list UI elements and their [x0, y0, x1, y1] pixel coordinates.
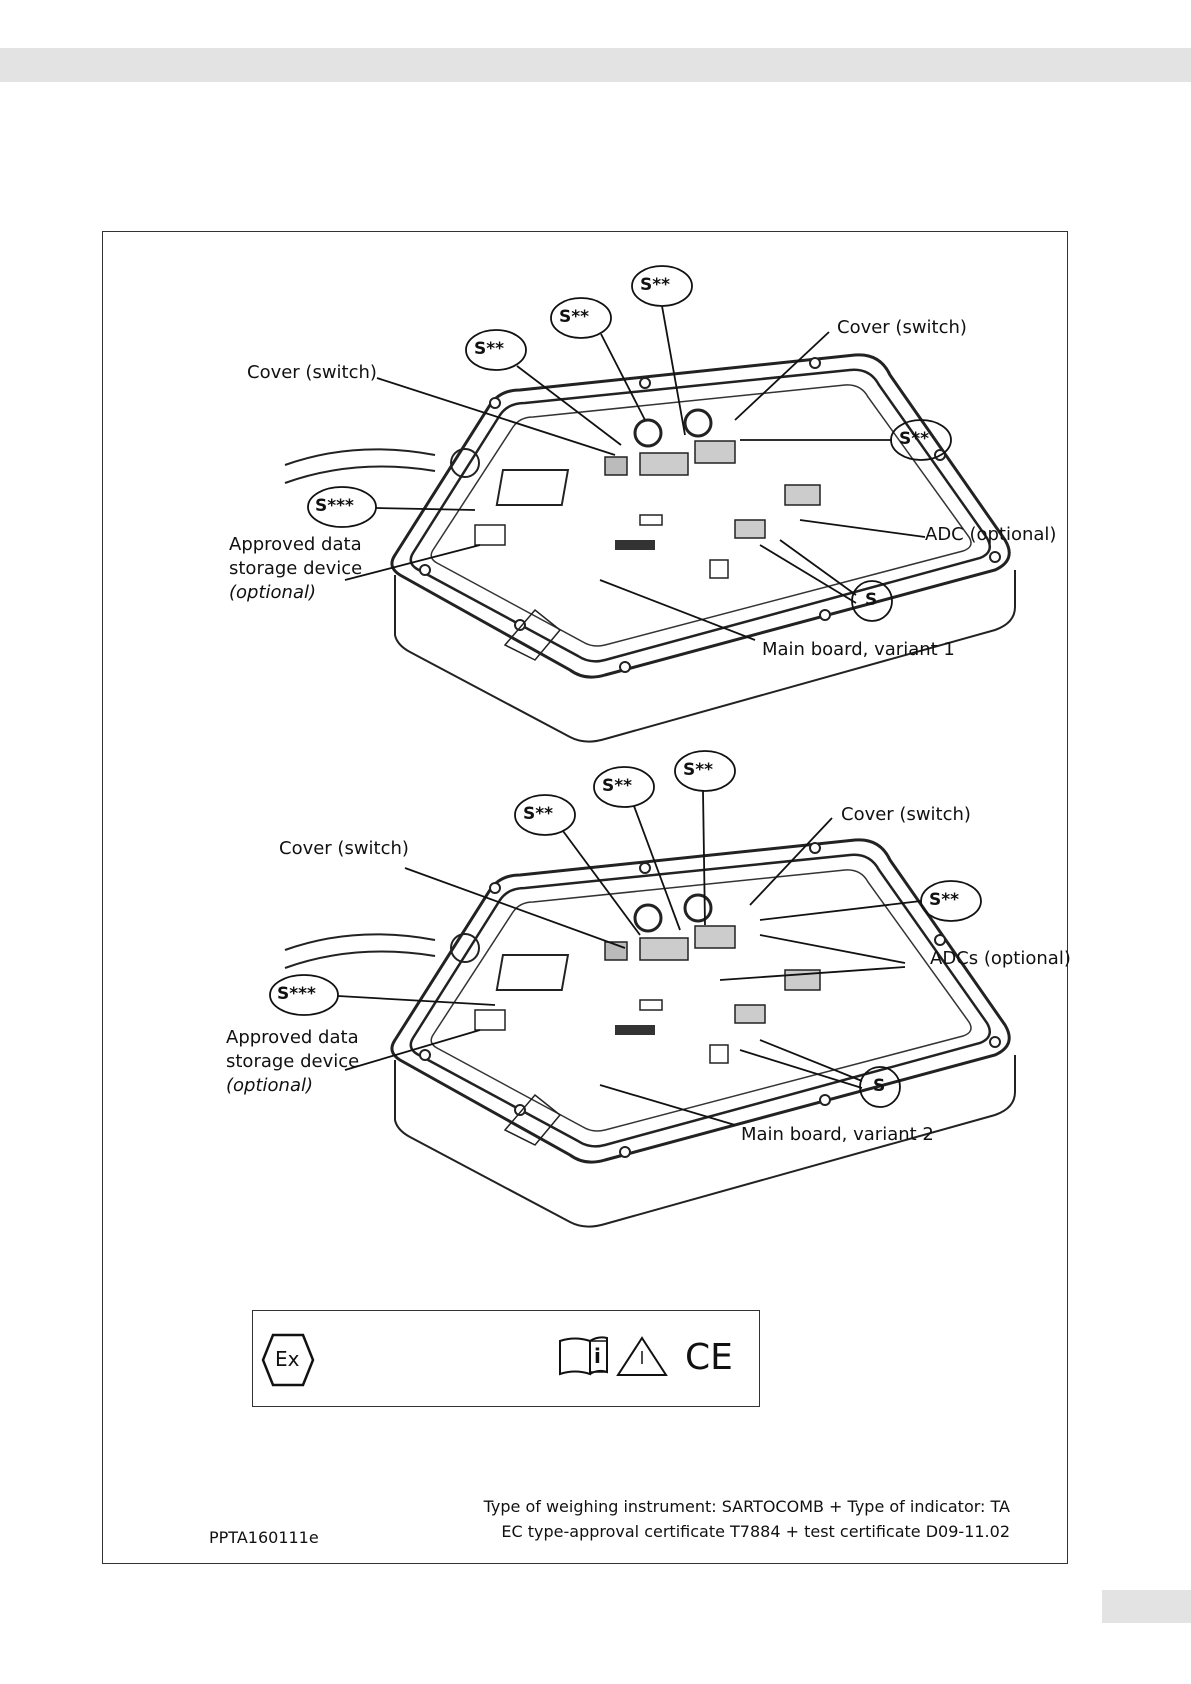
figure-frame: [102, 231, 1068, 1564]
warning-triangle-icon: [616, 1336, 668, 1376]
callout-s2-c: S**: [474, 339, 505, 359]
document-code: PPTA160111e: [209, 1528, 319, 1547]
storage-label-line2: storage device: [226, 1051, 360, 1072]
certificate-line: EC type-approval certificate T7884 + tes…: [501, 1522, 1010, 1541]
callout-s: S: [865, 590, 878, 610]
storage-label-line2: storage device: [229, 558, 363, 579]
cover-switch-label-right: Cover (switch): [841, 804, 971, 825]
callout-s2-b: S**: [602, 776, 633, 796]
page-number-tab: [1102, 1590, 1191, 1623]
cover-switch-label-left: Cover (switch): [279, 838, 409, 859]
callout-s3: S***: [277, 984, 316, 1004]
storage-label-line1: Approved data: [229, 534, 362, 555]
main-board-label: Main board, variant 1: [762, 639, 955, 660]
ex-mark-text: Ex: [275, 1347, 300, 1371]
info-mark-text: i: [594, 1344, 601, 1368]
callout-s2-a: S**: [640, 275, 671, 295]
callout-s: S: [873, 1076, 886, 1096]
storage-label-line3: (optional): [229, 582, 316, 603]
callout-s2-d: S**: [929, 890, 960, 910]
callout-s2-c: S**: [523, 804, 554, 824]
instrument-type-line: Type of weighing instrument: SARTOCOMB +…: [483, 1497, 1010, 1516]
callout-s2-a: S**: [683, 760, 714, 780]
ex-hexagon-icon: [261, 1333, 315, 1387]
callout-s2-b: S**: [559, 307, 590, 327]
callout-s3: S***: [315, 496, 354, 516]
storage-label-line3: (optional): [226, 1075, 313, 1096]
storage-label-line1: Approved data: [226, 1027, 359, 1048]
main-board-label: Main board, variant 2: [741, 1124, 934, 1145]
callout-s2-d: S**: [899, 429, 930, 449]
cover-switch-label-right: Cover (switch): [837, 317, 967, 338]
ce-mark-icon: CE: [685, 1337, 733, 1378]
certification-symbols-box: [252, 1310, 760, 1407]
manual-info-icon: [559, 1336, 608, 1376]
header-bar: [0, 48, 1191, 82]
adc-label: ADC (optional): [925, 524, 1057, 545]
adcs-label: ADCs (optional): [930, 948, 1071, 969]
cover-switch-label-left: Cover (switch): [247, 362, 377, 383]
